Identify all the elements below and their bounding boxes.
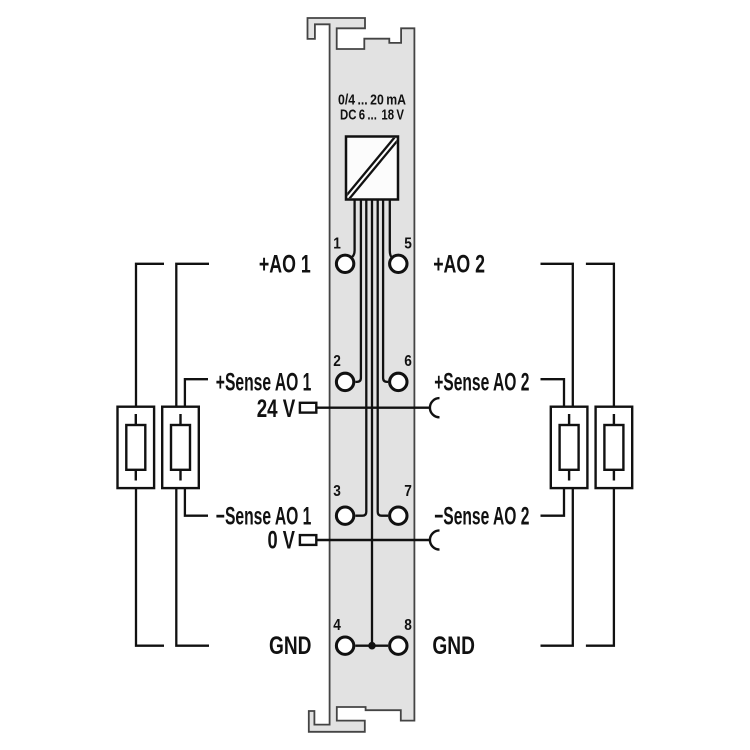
svg-text:+AO 1: +AO 1: [259, 250, 311, 278]
svg-text:−Sense AO 2: −Sense AO 2: [434, 502, 529, 530]
svg-text:DC 6 ... 18 V: DC 6 ... 18 V: [340, 106, 404, 123]
svg-text:5: 5: [404, 236, 412, 253]
svg-text:24 V: 24 V: [257, 395, 296, 423]
svg-text:7: 7: [404, 483, 412, 500]
svg-text:3: 3: [333, 483, 341, 500]
svg-text:GND: GND: [432, 632, 475, 660]
svg-text:4: 4: [333, 617, 341, 634]
svg-text:GND: GND: [269, 632, 312, 660]
svg-text:+AO 2: +AO 2: [433, 250, 485, 278]
svg-text:0/4 ... 20 mA: 0/4 ... 20 mA: [338, 91, 406, 108]
svg-text:−Sense AO 1: −Sense AO 1: [216, 502, 312, 530]
svg-text:8: 8: [404, 617, 412, 634]
svg-text:1: 1: [333, 236, 341, 253]
svg-text:+Sense AO 1: +Sense AO 1: [216, 369, 312, 397]
svg-text:6: 6: [404, 353, 412, 370]
svg-text:+Sense AO 2: +Sense AO 2: [434, 369, 529, 397]
svg-text:2: 2: [333, 353, 341, 370]
svg-text:0 V: 0 V: [268, 526, 296, 554]
